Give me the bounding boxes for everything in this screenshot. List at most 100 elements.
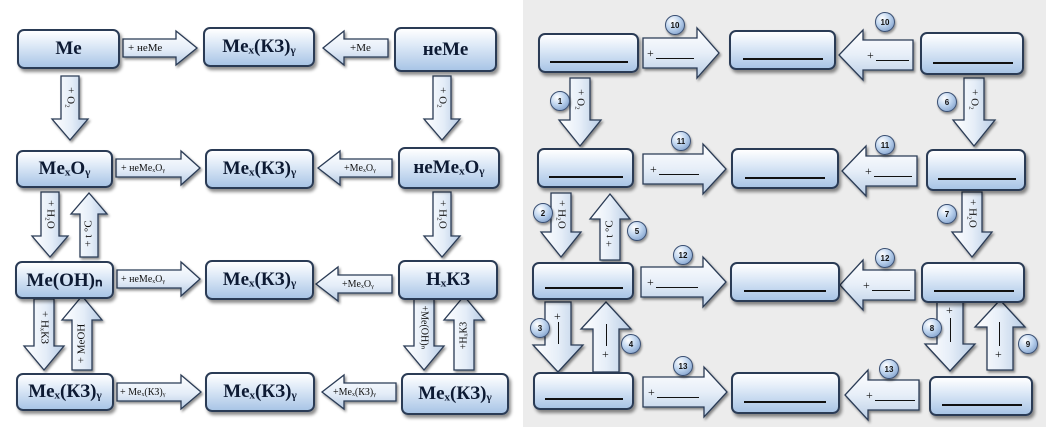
node-mekz-row2: Meₓ(КЗ)ᵧ (205, 149, 314, 189)
plus-label: + (650, 162, 657, 176)
arrow-c3rdown (402, 298, 446, 372)
arrow-blank-line (656, 58, 694, 59)
arrow-c3up (60, 294, 104, 371)
arrow-c3rup (442, 294, 486, 371)
plus-label: + (866, 388, 873, 402)
blank-line (938, 178, 1016, 180)
arrow-c1r (422, 75, 462, 141)
arrow-blank-line (659, 174, 699, 175)
node-mekz-row4a: Meₓ(КЗ)ᵧ (16, 373, 114, 411)
rarrow-c1 (557, 77, 603, 148)
label-o2-left: + O₂ (574, 89, 587, 110)
arrow-blank-line (876, 60, 909, 61)
blank-box-r1c3 (920, 32, 1024, 75)
arrow-c2down (30, 191, 70, 258)
blank-box-r1c1 (538, 33, 639, 73)
label-r2b: +MeₓOᵧ (344, 163, 376, 174)
label-c2down: + H₂O (44, 200, 57, 229)
rarrow-c2r (950, 191, 994, 259)
plus-label: + (865, 164, 872, 178)
arrow-r4a (116, 373, 203, 411)
plus-label: + (863, 278, 870, 292)
label-c1: + O₂ (64, 87, 77, 108)
arrow-c2r (422, 191, 462, 258)
blank-box-r1c2 (729, 30, 836, 70)
label-r1a: + неМе (128, 42, 163, 54)
label-r3b: +MeₓOᵧ (342, 279, 374, 290)
node-nemeo: неMeₓOᵧ (398, 147, 500, 189)
step-number-badge: 12 (875, 248, 895, 268)
blank-box-r2c2 (731, 148, 839, 189)
rarrow-r1b (838, 28, 914, 82)
plus-label: + (946, 303, 953, 317)
blank-box-r2c3 (926, 149, 1026, 191)
arrow-c2up (69, 192, 109, 258)
label-c3rdown: +Me(OH)ₙ (418, 305, 430, 350)
label-o2-right: + O₂ (968, 89, 981, 110)
plus-label: + (867, 48, 874, 62)
step-number-badge: 8 (922, 318, 942, 338)
arrow-r1a (122, 29, 199, 67)
label-r4a: + Meₓ(КЗ)ᵧ (120, 387, 166, 398)
step-number-badge: 10 (665, 15, 685, 35)
step-number-badge: 7 (937, 204, 957, 224)
blank-line (545, 398, 623, 400)
label-c2r: + H₂O (436, 200, 449, 229)
rarrow-r4a (642, 365, 728, 419)
left-arrows (22, 29, 486, 411)
node-meo: MeₓOᵧ (16, 150, 113, 188)
arrow-blank-line (657, 397, 699, 398)
step-number-badge: 5 (627, 221, 647, 241)
blank-box-r4c1 (533, 372, 634, 410)
arrow-r4b (320, 373, 397, 411)
arrow-r2b (316, 149, 393, 187)
arrow-blank-line (874, 176, 912, 177)
label-h2o-right: + H₂O (966, 199, 979, 228)
arrow-blank-line (656, 287, 698, 288)
step-number-badge: 1 (550, 91, 570, 111)
arrow-blank-line (872, 290, 910, 291)
arrow-blank-line (558, 322, 559, 344)
label-r2a: + неMeₓOᵧ (121, 163, 166, 174)
step-number-badge: 9 (1018, 334, 1038, 354)
step-number-badge: 11 (671, 131, 691, 151)
rarrow-r2a (642, 142, 727, 196)
step-number-badge: 6 (937, 92, 957, 112)
step-number-badge: 13 (673, 356, 693, 376)
label-c1r: + O₂ (436, 87, 449, 108)
step-number-badge: 3 (530, 318, 550, 338)
plus-label: + (647, 275, 654, 289)
step-number-badge: 10 (875, 12, 895, 32)
arrow-c1 (50, 75, 90, 141)
label-c3up: + MeOH (75, 323, 88, 364)
node-mekz-row4b: Meₓ(КЗ)ᵧ (205, 372, 315, 412)
rarrow-r1a (642, 26, 720, 80)
rarrow-r2b (841, 144, 918, 198)
step-number-badge: 13 (879, 359, 899, 379)
blank-line (744, 290, 826, 292)
blank-box-r2c1 (537, 148, 634, 188)
rarrow-c1r (951, 77, 997, 148)
arrow-r1b (321, 29, 389, 67)
arrow-blank-line (606, 324, 607, 346)
blank-box-r4c2 (731, 372, 840, 414)
node-mekz-row4c: Meₓ(КЗ)ᵧ (401, 373, 509, 415)
plus-label: + (554, 309, 561, 323)
rarrow-c3rup (973, 299, 1027, 371)
arrow-blank-line (999, 322, 1000, 346)
label-t-left: + t °C (603, 220, 616, 247)
arrow-r3a (116, 260, 201, 298)
node-mekz-row1: Meₓ(КЗ)ᵧ (203, 27, 315, 67)
blank-line (549, 176, 623, 178)
blank-line (933, 62, 1013, 64)
arrow-c3down (22, 298, 66, 372)
node-mekz-row3: Meₓ(КЗ)ᵧ (205, 260, 314, 300)
blank-line (745, 177, 825, 179)
right-exercise: + + + + + + + + + O₂ + O₂ + H₂O + t °C +… (523, 0, 1046, 427)
blank-line (942, 404, 1022, 406)
step-number-badge: 11 (875, 135, 895, 155)
label-c3down: + HₓКЗ (38, 311, 51, 344)
arrow-blank-line (950, 318, 951, 342)
node-meoh: Me(OH)ₙ (15, 261, 114, 299)
plus-label: + (647, 46, 654, 60)
